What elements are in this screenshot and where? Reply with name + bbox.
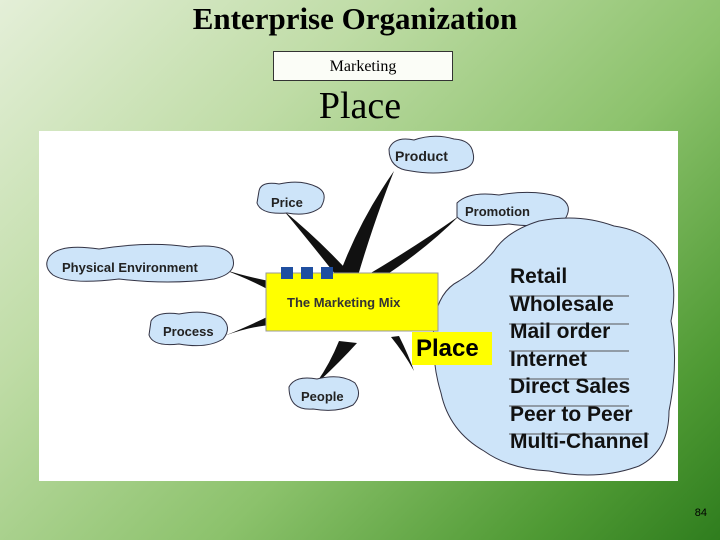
place-item-direct-sales: Direct Sales bbox=[510, 375, 631, 398]
list-separators bbox=[509, 295, 649, 435]
place-item-mail-order: Mail order bbox=[510, 320, 611, 343]
price-bubble bbox=[256, 181, 325, 215]
people-bubble bbox=[288, 376, 359, 411]
place-label-box bbox=[412, 332, 492, 365]
product-bubble bbox=[388, 135, 475, 174]
place-bubble bbox=[432, 217, 676, 476]
center-box bbox=[265, 272, 439, 332]
node-price: Price bbox=[271, 195, 303, 210]
marketing-mix-diagram: Product Price Promotion Physical Environ… bbox=[39, 131, 678, 481]
place-item-wholesale: Wholesale bbox=[510, 292, 614, 316]
node-promotion: Promotion bbox=[465, 204, 530, 219]
node-people: People bbox=[301, 389, 344, 404]
blue-square-2 bbox=[301, 267, 313, 279]
mind-map-graphic bbox=[46, 135, 676, 476]
slide-title: Enterprise Organization bbox=[192, 1, 518, 36]
place-item-retail: Retail bbox=[510, 265, 568, 288]
node-process: Process bbox=[163, 324, 214, 339]
place-item-multi-channel: Multi-Channel bbox=[510, 430, 649, 453]
place-item-peer-to-peer: Peer to Peer bbox=[510, 402, 633, 426]
blue-square-1 bbox=[281, 267, 293, 279]
subtitle-box: Marketing bbox=[273, 51, 453, 81]
branch-lines bbox=[222, 171, 505, 386]
place-item-internet: Internet bbox=[510, 347, 588, 371]
page-number: 84 bbox=[694, 507, 707, 519]
blue-square-3 bbox=[321, 267, 333, 279]
node-product: Product bbox=[395, 148, 448, 164]
promotion-bubble bbox=[456, 191, 569, 227]
center-label: The Marketing Mix bbox=[287, 295, 401, 310]
section-title: Place bbox=[318, 85, 402, 127]
physical-environment-bubble bbox=[46, 243, 234, 283]
process-bubble bbox=[148, 311, 228, 347]
node-physical-environment: Physical Environment bbox=[62, 260, 198, 275]
node-place: Place bbox=[416, 335, 479, 362]
place-list: Retail Wholesale Mail order Internet Dir… bbox=[510, 263, 678, 456]
